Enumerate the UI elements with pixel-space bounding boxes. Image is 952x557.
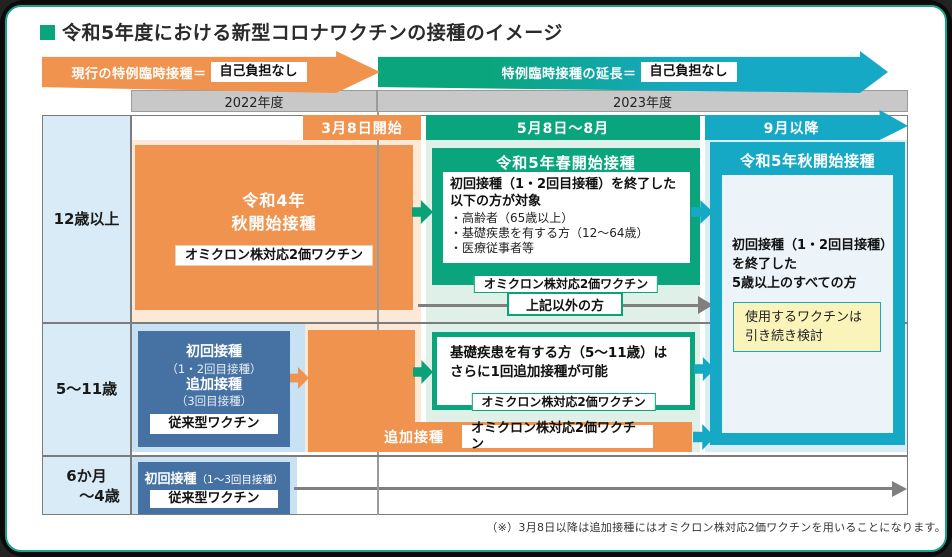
gridline-label-column bbox=[130, 115, 132, 515]
timeline-start-chip: 3月8日開始 bbox=[303, 115, 421, 140]
banner-extension-chip: 自己負担なし bbox=[640, 62, 737, 82]
banner-current: 現行の特例臨時接種＝ 自己負担なし bbox=[42, 51, 380, 93]
booster-line1: 基礎疾患を有する方（5～11歳）は bbox=[450, 345, 668, 361]
box-autumn2023: 令和5年秋開始接種 初回接種（1・2回目接種） を終了した 5歳以上のすべての方… bbox=[710, 142, 905, 445]
year-2022-cell: 2022年度 bbox=[131, 90, 377, 112]
row-label-0to4-line1: 6か月 bbox=[66, 467, 107, 485]
banner-current-label: 現行の特例臨時接種＝ bbox=[71, 66, 207, 82]
banner-current-chip: 自己負担なし bbox=[210, 62, 307, 82]
prim04-vaccine-chip: 従来型ワクチン bbox=[150, 490, 278, 508]
box-autumn2023-title: 令和5年秋開始接種 bbox=[740, 152, 875, 170]
box-autumn2022-title2: 秋開始接種 bbox=[231, 213, 317, 233]
box-primary-5to11: 初回接種 （1・2回目接種） 追加接種 （3回目接種） 従来型ワクチン bbox=[138, 331, 290, 447]
spring-bullet-2: ・基礎疾患を有する方（12～64歳） bbox=[450, 225, 649, 240]
booster-text: 基礎疾患を有する方（5～11歳）は さらに1回追加接種が可能 bbox=[437, 337, 690, 382]
autumn2023-line3: 5歳以上のすべての方 bbox=[732, 275, 857, 291]
others-arrow-label: 上記以外の方 bbox=[507, 292, 623, 316]
booster-band-label: 追加接種 bbox=[384, 430, 444, 446]
spring-bullet-1: ・高齢者（65歳以上） bbox=[450, 210, 574, 225]
row-label-12plus: 12歳以上 bbox=[53, 210, 120, 228]
box-spring2023-title: 令和5年春開始接種 bbox=[496, 154, 636, 172]
spring-bullet-3: ・医療従事者等 bbox=[450, 241, 535, 255]
prim04-title: 初回接種 bbox=[144, 472, 197, 488]
row-label-0to4: 6か月 ～4歳 bbox=[44, 455, 129, 515]
box-autumn2022-title: 令和4年 秋開始接種 bbox=[231, 189, 316, 235]
prim511-vaccine-chip: 従来型ワクチン bbox=[150, 414, 278, 434]
autumn2023-consideration-note: 使用するワクチンは 引き続き検討 bbox=[733, 302, 881, 352]
gridline-row2-row3 bbox=[42, 455, 908, 457]
footnote: （※）3月8日以降は追加接種にはオミクロン株対応2価ワクチンを用いることになりま… bbox=[486, 521, 946, 534]
prim04-sub: （1～3回目接種） bbox=[196, 474, 284, 487]
prim511-line1: 初回接種 bbox=[186, 344, 242, 361]
row3-arrow-line bbox=[294, 487, 894, 490]
box-autumn2022-title1: 令和4年 bbox=[242, 190, 306, 210]
year-2023-cell: 2023年度 bbox=[377, 90, 908, 112]
box-autumn2023-text: 初回接種（1・2回目接種） を終了した 5歳以上のすべての方 bbox=[732, 237, 893, 294]
spring-line2: 以下の方が対象 bbox=[450, 193, 542, 209]
row-label-0to4-line2: ～4歳 bbox=[79, 486, 120, 505]
timeline-mid-chip: 5月8日～8月 bbox=[426, 115, 700, 140]
autumn2023-line1: 初回接種（1・2回目接種） bbox=[732, 238, 894, 253]
title-square-icon bbox=[40, 25, 55, 40]
prim04-title-line: 初回接種（1～3回目接種） bbox=[145, 468, 284, 487]
booster-line2: さらに1回追加接種が可能 bbox=[450, 363, 608, 380]
box-booster-5to11: 基礎疾患を有する方（5～11歳）は さらに1回追加接種が可能 オミクロン株対応2… bbox=[432, 332, 695, 411]
box-spring2023: 令和5年春開始接種 初回接種（1・2回目接種）を終了した 以下の方が対象 ・高齢… bbox=[432, 148, 700, 293]
booster-band-vaccine-chip: オミクロン株対応2価ワクチン bbox=[462, 421, 653, 452]
prim511-line4: （3回目接種） bbox=[175, 394, 253, 409]
autumn2023-note-line1: 使用するワクチンは bbox=[745, 310, 863, 325]
box-spring2023-vaccine-chip: オミクロン株対応2価ワクチン bbox=[473, 274, 659, 293]
box-primary-0to4: 初回接種（1～3回目接種） 従来型ワクチン bbox=[138, 462, 290, 514]
prim511-line2: （1・2回目接種） bbox=[166, 361, 262, 376]
box-autumn2022-vaccine-chip: オミクロン株対応2価ワクチン bbox=[174, 244, 374, 267]
spring-line1: 初回接種（1・2回目接種）を終了した bbox=[450, 177, 677, 192]
prim511-line3: 追加接種 bbox=[186, 376, 242, 393]
age-label-column bbox=[42, 115, 131, 515]
autumn2023-note-line2: 引き続き検討 bbox=[745, 328, 824, 344]
autumn2023-line2: を終了した bbox=[732, 256, 798, 272]
banner-extension-label: 特例臨時接種の延長＝ bbox=[501, 66, 637, 82]
page-title: 令和5年度における新型コロナワクチンの接種のイメージ bbox=[62, 22, 563, 44]
booster-band: 追加接種 オミクロン株対応2価ワクチン bbox=[308, 421, 692, 452]
gridline-year-boundary bbox=[377, 112, 379, 515]
box-autumn2023-body: 初回接種（1・2回目接種） を終了した 5歳以上のすべての方 使用するワクチンは… bbox=[722, 175, 893, 433]
booster-vaccine-chip: オミクロン株対応2価ワクチン bbox=[471, 392, 656, 411]
box-autumn2022: 令和4年 秋開始接種 オミクロン株対応2価ワクチン bbox=[135, 145, 413, 310]
row-label-5to11: 5～11歳 bbox=[55, 380, 118, 398]
banner-extension: 特例臨時接種の延長＝ 自己負担なし bbox=[378, 51, 888, 93]
gridline-row1-row2 bbox=[42, 322, 908, 324]
box-spring2023-body: 初回接種（1・2回目接種）を終了した 以下の方が対象 ・高齢者（65歳以上） ・… bbox=[443, 172, 690, 263]
